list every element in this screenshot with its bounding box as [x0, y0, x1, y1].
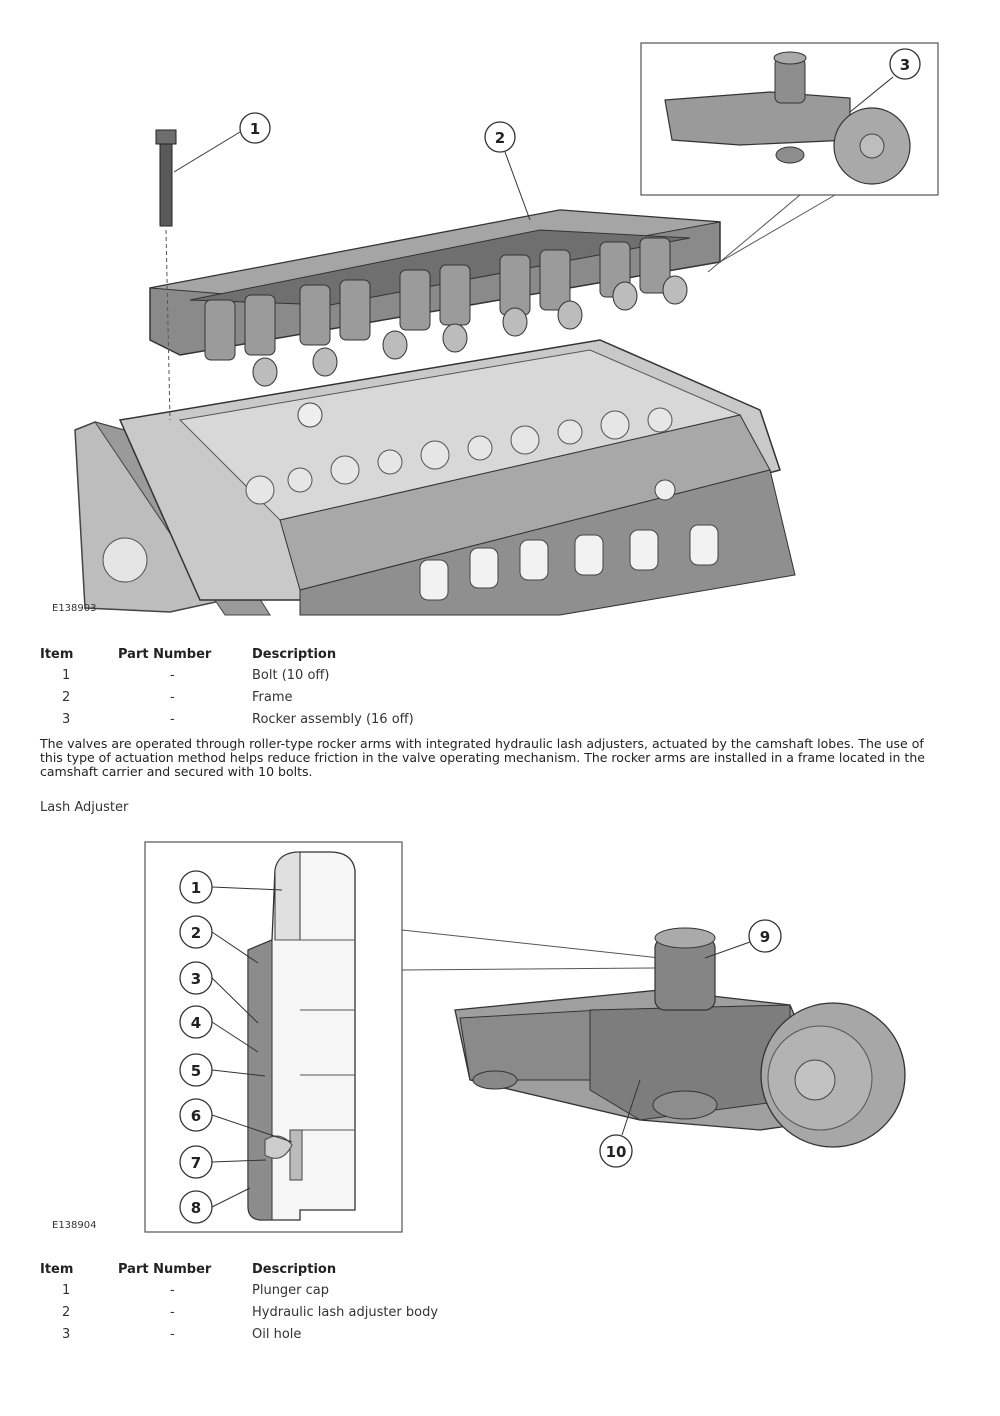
row-part-number: -: [170, 1304, 175, 1320]
row-item: 3: [62, 1326, 71, 1342]
callout-2-label: 2: [495, 129, 505, 147]
callout-5-label: 5: [191, 1062, 201, 1080]
header-part-number: Part Number: [118, 647, 212, 662]
parts-table-2: Item Part Number Description 1 - Plunger…: [40, 1260, 552, 1345]
rocker-frame-illustration: [149, 209, 721, 387]
row-item: 2: [62, 689, 71, 705]
callout-circle: [179, 1098, 213, 1132]
header-item: Item: [40, 1262, 74, 1277]
table-row: 3 - Rocker assembly (16 off): [40, 708, 552, 730]
row-item: 3: [62, 711, 71, 727]
callout-1-label: 1: [250, 120, 260, 138]
rocker-inset: [640, 42, 939, 273]
callout-circle: [179, 1005, 213, 1039]
table-row: 3 - Oil hole: [40, 1323, 552, 1345]
header-item: Item: [40, 647, 74, 662]
section-subheading: Lash Adjuster: [40, 800, 129, 815]
row-description: Oil hole: [252, 1326, 302, 1342]
row-description: Frame: [252, 689, 293, 705]
callout-circle: [889, 48, 921, 80]
callout-1-label: 1: [191, 879, 201, 897]
figure-id: E138904: [52, 1220, 97, 1231]
row-part-number: -: [170, 1326, 175, 1342]
callout-circle: [179, 961, 213, 995]
figure2-callouts: 1 2 3 4 5 6 7 8 9: [179, 870, 782, 1224]
callout-4-label: 4: [191, 1014, 201, 1032]
cylinder-head-illustration: [74, 339, 796, 616]
callout-circle: [179, 915, 213, 949]
callout-circle: [179, 1145, 213, 1179]
description-paragraph: The valves are operated through roller-t…: [40, 736, 925, 779]
callout-7-label: 7: [191, 1154, 201, 1172]
callout-circle: [599, 1134, 633, 1168]
row-part-number: -: [170, 1282, 175, 1298]
row-description: Bolt (10 off): [252, 667, 330, 683]
callout-circle: [484, 121, 516, 153]
row-part-number: -: [170, 689, 175, 705]
table-row: 1 - Plunger cap: [40, 1279, 552, 1301]
callout-9-label: 9: [760, 928, 770, 946]
figure-lash-adjuster: 1 2 3 4 5 6 7 8 9: [0, 830, 1000, 1240]
header-description: Description: [252, 1262, 337, 1277]
callout-3-label: 3: [191, 970, 201, 988]
figure-lash-adjuster-illustration: 1 2 3 4 5 6 7 8 9: [144, 841, 906, 1233]
figure-camshaft-frame-illustration: 1 2 3: [74, 42, 939, 616]
callout-circle: [179, 1053, 213, 1087]
lash-adjuster-cutaway: [247, 851, 356, 1221]
row-description: Hydraulic lash adjuster body: [252, 1304, 439, 1320]
rocker-arm-illustration: [454, 927, 906, 1148]
bolt-illustration: [155, 129, 177, 421]
callout-circle: [179, 870, 213, 904]
row-description: Rocker assembly (16 off): [252, 711, 414, 727]
header-description: Description: [252, 647, 337, 662]
table-row: 2 - Hydraulic lash adjuster body: [40, 1301, 552, 1323]
figure1-callouts: 1 2 3: [173, 48, 921, 221]
callout-circle: [748, 919, 782, 953]
table-header-row: Item Part Number Description: [40, 645, 552, 664]
header-part-number: Part Number: [118, 1262, 212, 1277]
figure-id: E138903: [52, 603, 97, 614]
callout-6-label: 6: [191, 1107, 201, 1125]
table-header-row: Item Part Number Description: [40, 1260, 552, 1279]
callout-10-label: 10: [606, 1143, 627, 1161]
figure-camshaft-frame: 1 2 3 E138903: [0, 0, 1000, 625]
callout-circle: [239, 112, 271, 144]
callout-circle: [179, 1190, 213, 1224]
callout-2-label: 2: [191, 924, 201, 942]
row-part-number: -: [170, 711, 175, 727]
callout-3-label: 3: [900, 56, 910, 74]
callout-8-label: 8: [191, 1199, 201, 1217]
row-description: Plunger cap: [252, 1282, 330, 1298]
row-item: 1: [62, 1282, 71, 1298]
row-item: 1: [62, 667, 71, 683]
row-part-number: -: [170, 667, 175, 683]
table-row: 2 - Frame: [40, 686, 552, 708]
table-row: 1 - Bolt (10 off): [40, 664, 552, 686]
parts-table-1: Item Part Number Description 1 - Bolt (1…: [40, 645, 552, 730]
row-item: 2: [62, 1304, 71, 1320]
